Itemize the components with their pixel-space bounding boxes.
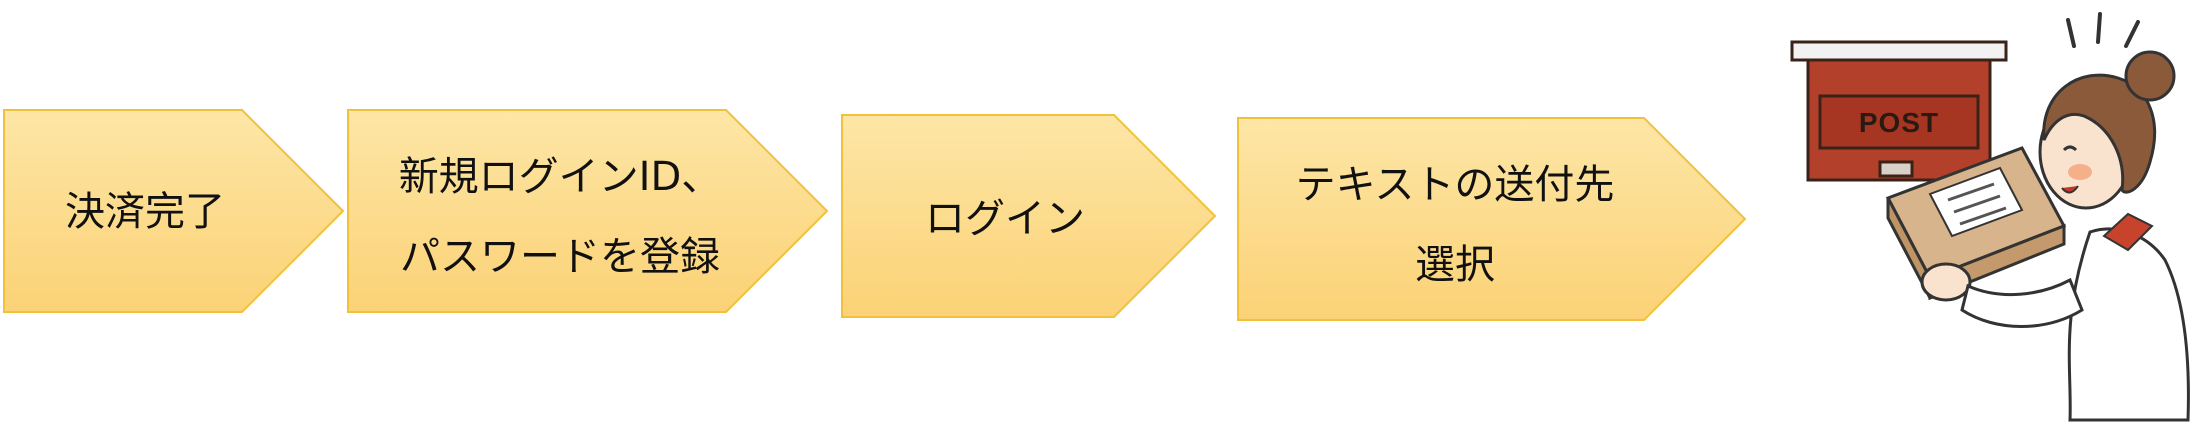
step-4-line-1: テキストの送付先 [1296,162,1615,208]
coat [2067,227,2190,422]
step-3-line-1: ログイン [925,196,1085,242]
step-2-arrow-shape [347,109,829,313]
hair [2042,73,2157,194]
sleeve [1960,277,2084,328]
mailbox-label: POST [1859,107,1939,138]
mouth [2061,185,2079,194]
woman-mailing-package-illustration: POST [1790,12,2190,422]
mailbox-icon: POST [1790,40,2008,182]
step-2-line-2: パスワードを登録 [400,234,720,280]
step-2: 新規ログインID、 パスワードを登録 [347,109,829,313]
step-4-line-2: 選択 [1415,242,1495,288]
hand [1920,262,1972,302]
hair-bun [2124,50,2176,102]
step-2-line-1: 新規ログインID、 [399,154,722,200]
emphasis-lines-icon [2066,12,2140,48]
step-1-line-1: 決済完了 [65,189,225,235]
step-4-arrow-shape [1237,117,1747,321]
step-1: 決済完了 [3,109,345,313]
step-3: ログイン [841,114,1217,318]
step-1-arrow-shape [3,109,345,313]
cheek [2068,164,2092,180]
eye [2062,145,2078,152]
step-4: テキストの送付先 選択 [1237,117,1747,321]
step-3-arrow-shape [841,114,1217,318]
collar [2102,212,2154,252]
